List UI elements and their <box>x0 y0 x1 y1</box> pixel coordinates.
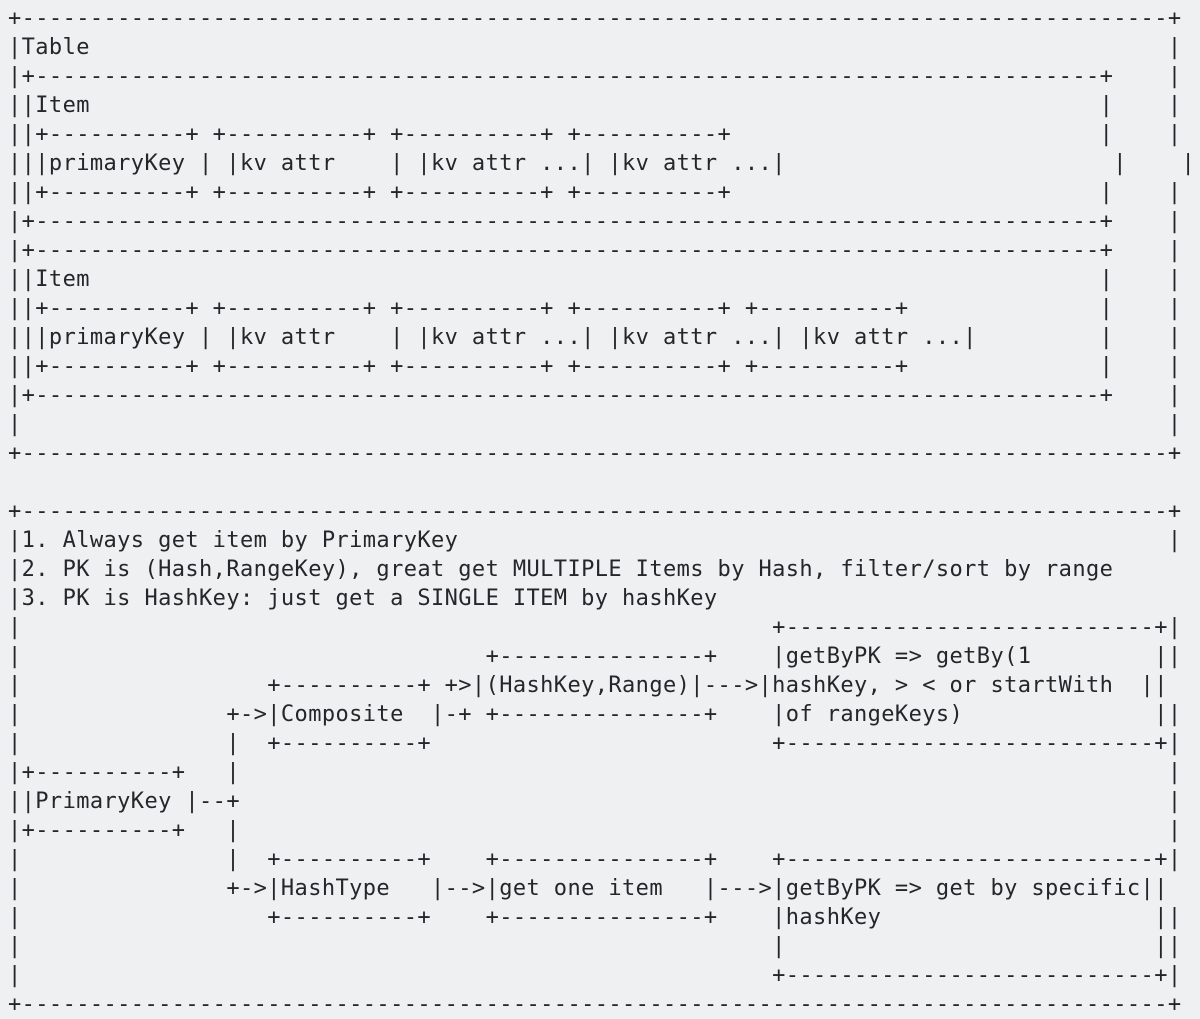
diagram-line <box>8 468 1195 497</box>
diagram-line: +---------------------------------------… <box>8 441 1182 466</box>
diagram-line: | | <box>8 412 1182 437</box>
diagram-line: |||primaryKey | |kv attr | |kv attr ...|… <box>8 325 1182 350</box>
diagram-line: |+--------------------------------------… <box>8 64 1182 89</box>
diagram-line: | | +----------+ +----------------------… <box>8 731 1182 756</box>
diagram-line: | +---------------------------+| <box>8 963 1182 988</box>
diagram-line: |2. PK is (Hash,RangeKey), great get MUL… <box>8 557 1114 582</box>
diagram-line: |||primaryKey | |kv attr | |kv attr ...|… <box>8 151 1196 176</box>
diagram-line: |+--------------------------------------… <box>8 209 1182 234</box>
diagram-line: | +----------+ +---------------+ |hashKe… <box>8 905 1182 930</box>
diagram-line: | +---------------------------+| <box>8 615 1182 640</box>
diagram-line: ||Item | | <box>8 93 1182 118</box>
diagram-line: ||+----------+ +----------+ +----------+… <box>8 122 1182 147</box>
diagram-line: ||Item | | <box>8 267 1182 292</box>
diagram-line: |+----------+ | | <box>8 760 1182 785</box>
diagram-line: ||+----------+ +----------+ +----------+… <box>8 296 1182 321</box>
diagram-line: |3. PK is HashKey: just get a SINGLE ITE… <box>8 586 718 611</box>
diagram-line: +---------------------------------------… <box>8 499 1182 524</box>
diagram-line: ||+----------+ +----------+ +----------+… <box>8 180 1182 205</box>
diagram-line: +---------------------------------------… <box>8 6 1182 31</box>
diagram-line: | | +----------+ +---------------+ +----… <box>8 847 1182 872</box>
diagram-line: +---------------------------------------… <box>8 992 1182 1017</box>
diagram-line: | | || <box>8 934 1182 959</box>
diagram-line: | +->|Composite |-+ +---------------+ |o… <box>8 702 1182 727</box>
diagram-line: |+--------------------------------------… <box>8 383 1182 408</box>
diagram-line: | +----------+ +>|(HashKey,Range)|--->|h… <box>8 673 1168 698</box>
diagram-line: | +---------------+ |getByPK => getBy(1 … <box>8 644 1182 669</box>
diagram-line: |+--------------------------------------… <box>8 238 1182 263</box>
diagram-line: |Table | <box>8 35 1182 60</box>
diagram-line: |+----------+ | | <box>8 818 1182 843</box>
ascii-diagram: +---------------------------------------… <box>8 4 1195 1019</box>
diagram-line: | +->|HashType |-->|get one item |--->|g… <box>8 876 1168 901</box>
diagram-line: |1. Always get item by PrimaryKey | <box>8 528 1182 553</box>
diagram-line: ||+----------+ +----------+ +----------+… <box>8 354 1182 379</box>
diagram-line: ||PrimaryKey |--+ | <box>8 789 1182 814</box>
